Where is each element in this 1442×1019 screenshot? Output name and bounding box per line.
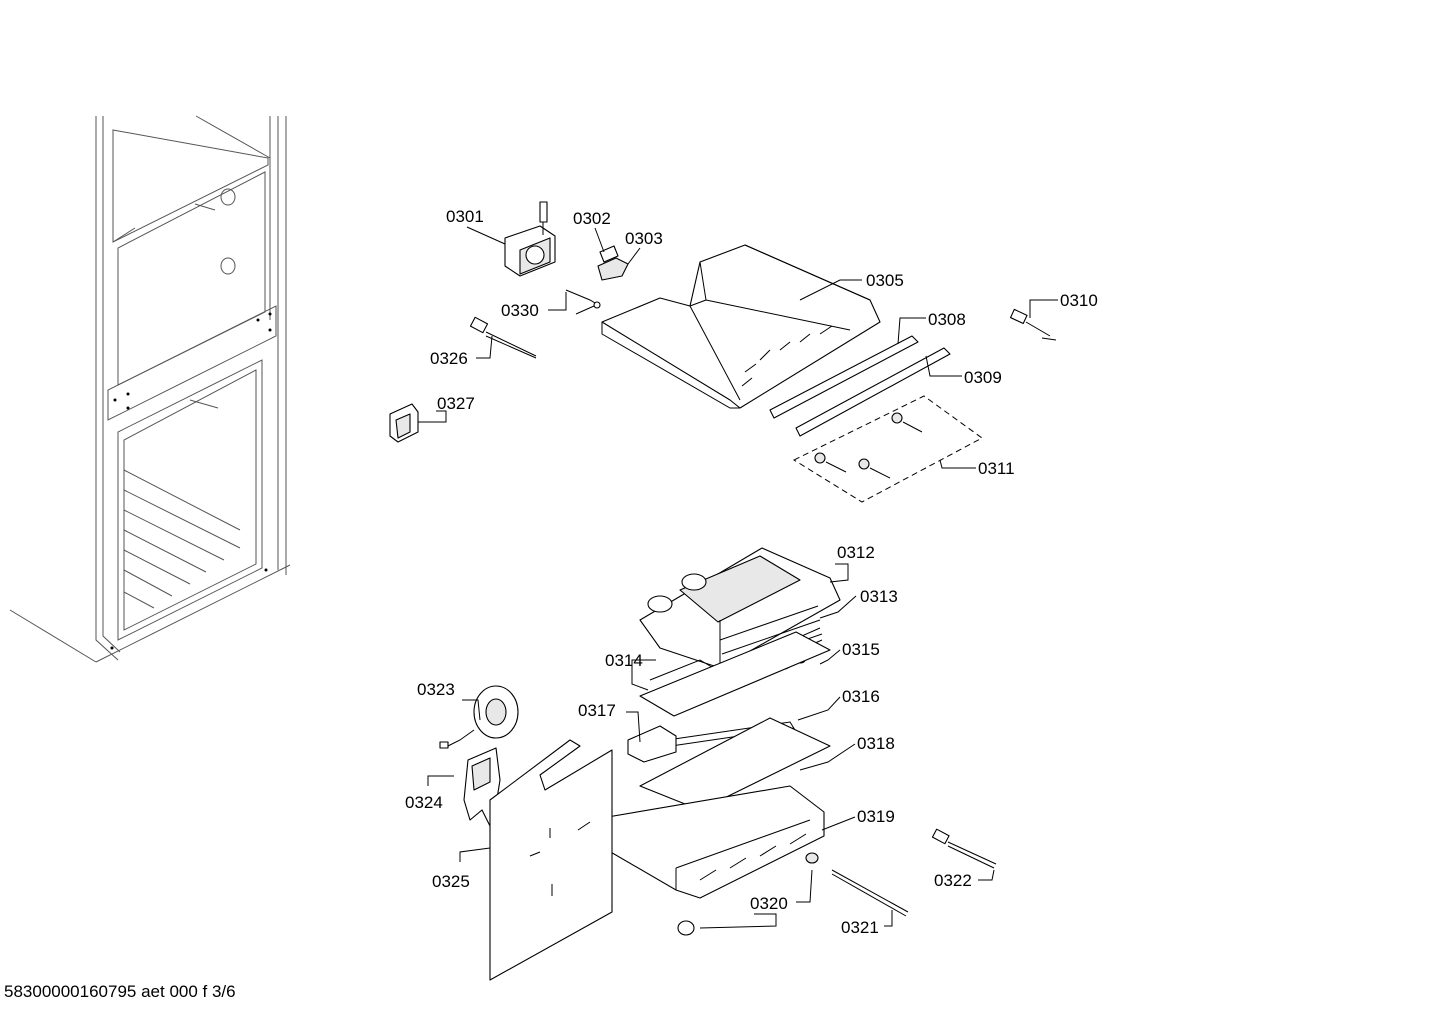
- callout-0314: 0314: [605, 651, 643, 670]
- callout-0315: 0315: [842, 640, 880, 659]
- part-0311-screw-kit: [792, 395, 983, 503]
- part-0321-cable: [831, 869, 909, 917]
- part-0318-tray: [639, 717, 831, 811]
- part-0309-rail: [795, 347, 951, 437]
- callout-0316: 0316: [842, 687, 880, 706]
- part-0315-plate: [639, 631, 831, 717]
- callout-0305: 0305: [866, 271, 904, 290]
- callout-0324: 0324: [405, 793, 443, 812]
- part-0308-rail: [769, 335, 919, 419]
- part-0317-bracket: [627, 725, 677, 763]
- callout-0302: 0302: [573, 209, 611, 228]
- callout-0327: 0327: [437, 394, 475, 413]
- callout-0317: 0317: [578, 701, 616, 720]
- callout-0301: 0301: [446, 207, 484, 226]
- callout-0303: 0303: [625, 229, 663, 248]
- part-0301-fan-motor: [504, 201, 556, 277]
- part-0310-cable: [1009, 308, 1057, 341]
- callout-0320: 0320: [750, 894, 788, 913]
- document-code: 58300000160795 aet 000 f 3/6: [4, 982, 236, 1001]
- upper-assembly: [389, 201, 1057, 503]
- part-0319-drip-tray: [589, 785, 825, 899]
- callout-0319: 0319: [857, 807, 895, 826]
- callout-0311: 0311: [978, 459, 1015, 478]
- part-0326-sensor: [469, 316, 537, 359]
- callout-0309: 0309: [964, 368, 1002, 387]
- part-0323-fan: [439, 685, 519, 749]
- part-0322-cable: [931, 828, 997, 869]
- callout-0325: 0325: [432, 872, 470, 891]
- part-0312-evaporator-cover: [639, 547, 841, 669]
- part-0327-clip: [389, 403, 419, 443]
- part-0303-clip: [597, 257, 629, 281]
- callout-0310: 0310: [1060, 291, 1098, 310]
- callout-0313: 0313: [860, 587, 898, 606]
- callout-0308: 0308: [928, 310, 966, 329]
- part-0320-plug: [677, 852, 819, 936]
- callout-0322: 0322: [934, 871, 972, 890]
- part-0330-cable: [565, 289, 601, 315]
- part-0325-back-panel: [489, 739, 613, 981]
- leader-lines: [418, 226, 1058, 929]
- callout-0318: 0318: [857, 734, 895, 753]
- callout-0326: 0326: [430, 349, 468, 368]
- callout-labels: 0301 0302 0303 0305 0308 0309 0310 0311 …: [405, 207, 1098, 937]
- callout-0330: 0330: [501, 301, 539, 320]
- callout-0321: 0321: [841, 918, 879, 937]
- cabinet-outline: [9, 115, 291, 663]
- callout-0323: 0323: [417, 680, 455, 699]
- part-0305-air-duct: [601, 244, 881, 409]
- callout-0312: 0312: [837, 543, 875, 562]
- lower-assembly: [439, 547, 997, 981]
- part-0302-cover: [599, 245, 619, 263]
